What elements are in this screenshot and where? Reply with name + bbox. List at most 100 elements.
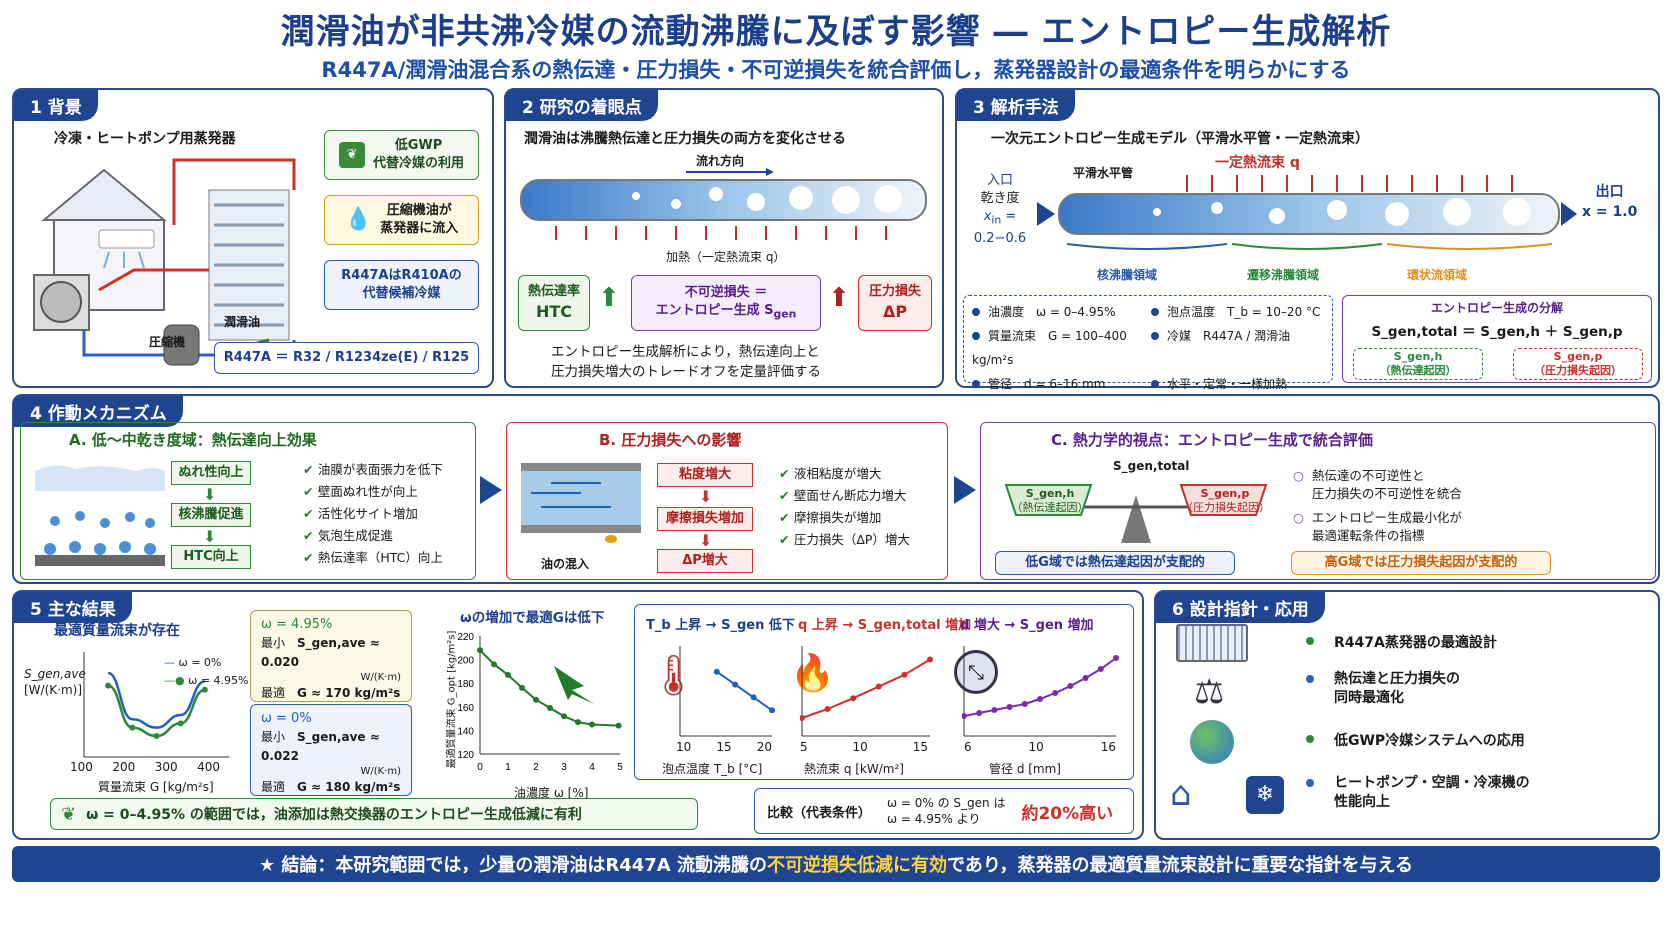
data-point bbox=[1097, 666, 1104, 672]
panel-background: 1 背景 冷凍・ヒートポンプ用蒸発器 潤滑油 圧縮機 ❦ 低GWP 代替冷媒の利… bbox=[12, 88, 494, 388]
data-point bbox=[1113, 655, 1119, 661]
param-refrigerant: 冷媒 R447A / 潤滑油 bbox=[1151, 324, 1324, 372]
page-title: 潤滑油が非共沸冷媒の流動沸騰に及ぼす影響 ― エントロピー生成解析 bbox=[280, 12, 1392, 52]
card2-l1: 最小 bbox=[261, 730, 286, 744]
page-subtitle: R447A/潤滑油混合系の熱伝達・圧力損失・不可逆損失を統合評価し，蒸発器設計の… bbox=[321, 58, 1351, 82]
irr-line2: エントロピー生成 S bbox=[655, 302, 774, 318]
decomp-p: S_gen,p（圧力損失起因） bbox=[1513, 348, 1643, 380]
d-chart bbox=[962, 646, 1119, 737]
series-line bbox=[963, 657, 1117, 717]
inlet-label: 入口 乾き度 xin = 0.2−0.6 bbox=[965, 172, 1035, 248]
y-tick-label: 200 bbox=[457, 656, 474, 667]
sens-title-2: q 上昇 → S_gen,total 増加 bbox=[798, 618, 972, 633]
panel-results: 5 主な結果 最適質量流束が存在 S_gen,ave [W/(K·m)] — ω… bbox=[12, 590, 1144, 840]
data-point bbox=[519, 684, 525, 691]
card1-v2: G ≈ 170 kg/m²s bbox=[297, 686, 401, 700]
note-bar: ❦ ω = 0–4.95% の範囲では，油添加は熱交換器のエントロピー生成低減に… bbox=[50, 798, 698, 830]
a-arrow-1: ⬇ bbox=[203, 485, 217, 504]
data-point bbox=[875, 683, 882, 690]
opt-heading: 最適質量流束が存在 bbox=[54, 623, 180, 639]
b-item: 摩擦損失が増加 bbox=[779, 507, 910, 529]
panel-method: 3 解析手法 一次元エントロピー生成モデル（平滑水平管・一定熱流束） 入口 乾き… bbox=[955, 88, 1660, 391]
card2-v2: G ≈ 180 kg/m²s bbox=[297, 780, 401, 794]
inlet-3-sub: in bbox=[991, 213, 1002, 227]
droplet-illustration bbox=[35, 465, 165, 566]
data-point bbox=[533, 696, 539, 703]
q-xlabel: 熱流束 q [kW/m²] bbox=[804, 762, 904, 776]
data-point bbox=[927, 656, 933, 663]
tb-xlabel: 泡点温度 T_b [°C] bbox=[662, 762, 763, 776]
b-flow-1: 粘度増大 bbox=[657, 463, 753, 487]
card2-head: ω = 0% bbox=[261, 711, 312, 726]
a-item: 油膜が表面張力を低下 bbox=[303, 459, 443, 481]
opt-chart-xlabel: 油濃度 ω [%] bbox=[514, 786, 589, 800]
decomp-h-sub: （熱伝達起因） bbox=[1379, 364, 1457, 377]
c-right-sub: （圧力損失起因） bbox=[1182, 501, 1270, 514]
panel-mechanism: 4 作動メカニズム A. 低～中乾き度域：熱伝達向上効果 ぬれ性向上 ⬇ 核沸騰… bbox=[12, 394, 1660, 584]
decomp-p-sub: （圧力損失起因） bbox=[1534, 364, 1622, 377]
b-item: 液相粘度が増大 bbox=[779, 463, 910, 485]
data-point bbox=[1037, 696, 1043, 702]
a-flow-3: HTC向上 bbox=[171, 545, 251, 569]
q-chart bbox=[800, 646, 933, 737]
c-list: ○熱伝達の不可逆性と 圧力損失の不可逆性を統合 ○エントロピー生成最小化が 最適… bbox=[1293, 467, 1462, 545]
yunit: [W/(K·m)] bbox=[24, 683, 83, 697]
x-tick-label: 4 bbox=[589, 762, 595, 773]
mechanism-a: A. 低～中乾き度域：熱伝達向上効果 ぬれ性向上 ⬇ 核沸騰促進 ⬇ HTC向上… bbox=[20, 422, 476, 580]
panel-title: 4 作動メカニズム bbox=[14, 396, 183, 427]
d-xlabel: 管径 d [mm] bbox=[989, 762, 1061, 776]
flux-label: 一定熱流束 q bbox=[1215, 155, 1300, 171]
inlet-4: = bbox=[1005, 209, 1017, 224]
data-point bbox=[477, 647, 483, 654]
sgen-curve-chart bbox=[83, 652, 229, 758]
decomp-title: エントロピー生成の分解 bbox=[1430, 301, 1563, 315]
panel-focus: 2 研究の着眼点 潤滑油は沸騰熱伝達と圧力損失の両方を変化させる 流れ方向 加熱… bbox=[504, 88, 944, 388]
snowflake-icon: ❄ bbox=[1246, 776, 1284, 814]
sgen-ylabel: S_gen,ave [W/(K·m)] bbox=[24, 666, 86, 698]
a-item: 壁面ぬれ性が向上 bbox=[303, 481, 443, 503]
irr-sub: gen bbox=[773, 307, 797, 321]
outlet-2: x = 1.0 bbox=[1582, 204, 1638, 220]
x-tick-label: 2 bbox=[533, 762, 539, 773]
c-high-g: 高G域では圧力損失起因が支配的 bbox=[1291, 551, 1551, 575]
house-icon: ⌂ bbox=[1170, 774, 1192, 814]
outlet-1: 出口 bbox=[1595, 184, 1624, 200]
b-item: 圧力損失（ΔP）増大 bbox=[779, 529, 910, 551]
a-flow-1: ぬれ性向上 bbox=[171, 461, 251, 485]
design-item: 低GWP冷媒システムへの応用 bbox=[1306, 730, 1525, 750]
thermometer-icon: 🌡 bbox=[648, 653, 699, 699]
data-point bbox=[589, 721, 595, 728]
legend-item: —● ω = 4.95% bbox=[164, 674, 249, 687]
leaf-icon: ❦ bbox=[338, 142, 365, 168]
b-flow-3: ΔP増大 bbox=[657, 549, 753, 573]
data-point bbox=[491, 661, 497, 668]
card1-head: ω = 4.95% bbox=[261, 617, 333, 632]
inlet-5: 0.2−0.6 bbox=[973, 230, 1027, 246]
x-tick-label: 0 bbox=[477, 762, 483, 773]
focus-footer: エントロピー生成解析により，熱伝達向上と 圧力損失増大のトレードオフを定量評価す… bbox=[551, 342, 821, 382]
series-line bbox=[716, 670, 773, 712]
data-point bbox=[1067, 683, 1074, 689]
panel-title: 1 背景 bbox=[14, 90, 98, 121]
b-title: B. 圧力損失への影響 bbox=[599, 431, 742, 449]
conclusion-post: であり，蒸発器の最適質量流束設計に重要な指針を与える bbox=[947, 855, 1414, 876]
b-flow-2: 摩擦損失増加 bbox=[657, 507, 753, 531]
card1-v1: S_gen,ave ≈ 0.020 bbox=[261, 636, 380, 669]
compressor-label: 圧縮機 bbox=[149, 335, 186, 349]
balance-scale-illustration bbox=[1004, 484, 1268, 543]
htc-value: HTC bbox=[535, 301, 573, 321]
data-point bbox=[901, 671, 908, 678]
irreversibility-box: 不可逆損失 ＝ エントロピー生成 Sgen bbox=[631, 275, 821, 331]
oil-tube-illustration bbox=[521, 463, 641, 543]
data-point bbox=[962, 713, 967, 719]
data-point bbox=[1082, 675, 1089, 681]
oil-inflow-box: 💧 圧縮機油が 蒸発器に流入 bbox=[324, 195, 479, 245]
y-tick-label: 160 bbox=[457, 703, 474, 714]
r447a-alt-box: R447AはR410Aの 代替候補冷媒 bbox=[324, 260, 479, 310]
conclusion-pre: ★ 結論：本研究範囲では，少量の潤滑油はR447A 流動沸騰の bbox=[258, 855, 767, 876]
a-arrow-2: ⬇ bbox=[203, 527, 217, 546]
data-point bbox=[824, 706, 831, 712]
